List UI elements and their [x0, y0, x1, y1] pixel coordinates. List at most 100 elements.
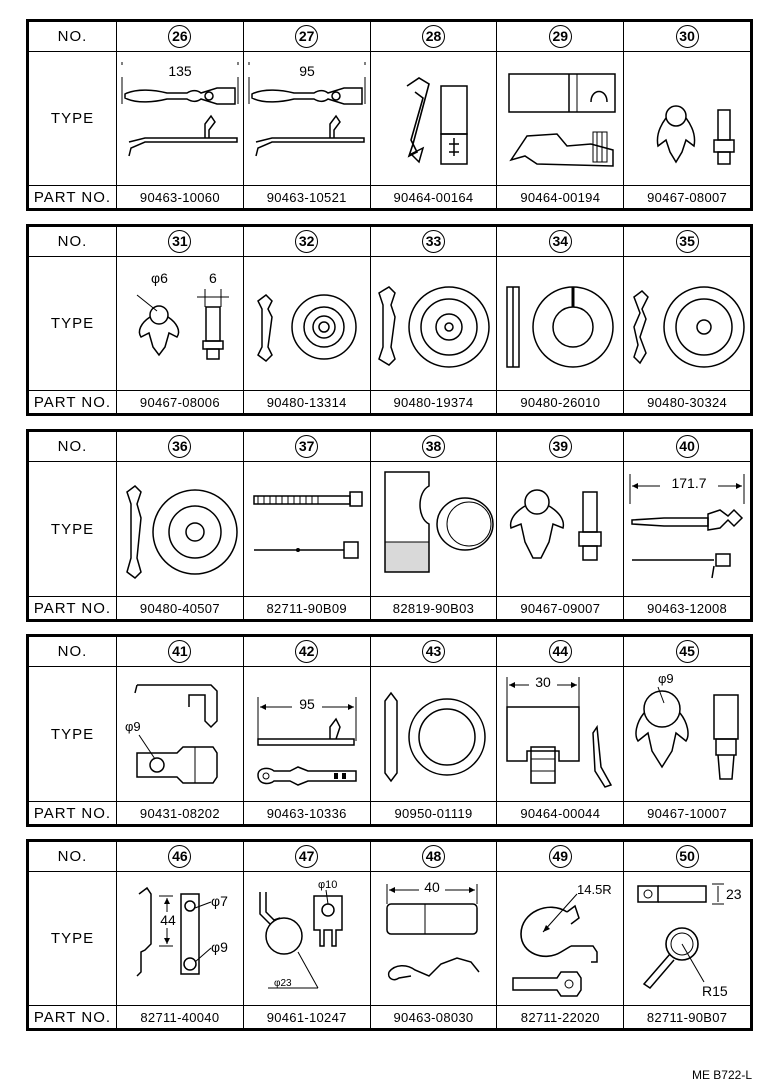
protector-drawing: 40: [385, 879, 480, 981]
dimension-label: φ10: [318, 879, 337, 891]
dimension-label: 171.7: [672, 475, 707, 491]
clip-drawing: φ6 6: [136, 270, 229, 360]
protector-drawing: [383, 471, 494, 573]
clip-drawing: φ9: [635, 671, 739, 780]
item-number: 37: [295, 435, 319, 458]
part-drawing-48: 40: [369, 871, 498, 1006]
dimension-label: 23: [726, 886, 742, 902]
item-number: 46: [168, 845, 192, 868]
part-no-header: PART NO.: [28, 185, 117, 209]
clip-drawing: [510, 489, 603, 561]
part-number: 90431-08202: [116, 801, 244, 825]
part-number: 90464-00164: [369, 185, 498, 209]
item-number: 47: [295, 845, 319, 868]
part-number: 90480-13314: [242, 390, 371, 414]
part-number: 90480-30324: [623, 390, 751, 414]
part-number: 90463-12008: [623, 596, 751, 620]
dimension-label: φ9: [125, 719, 141, 734]
clamp-drawing: 171.7: [629, 474, 745, 579]
item-number: 33: [421, 230, 445, 253]
part-drawing-50: 23 R15: [623, 871, 751, 1006]
part-number: 90467-08006: [116, 390, 244, 414]
parts-panel-3: NO. 36 37 38 39 40 TYPE: [26, 429, 753, 622]
item-number: 38: [421, 435, 445, 458]
part-number: 90480-40507: [116, 596, 244, 620]
dimension-label: φ23: [274, 978, 292, 989]
part-drawing-26: 135: [116, 51, 244, 186]
part-number: 90467-10007: [623, 801, 751, 825]
cable-tie-drawing: [253, 491, 363, 559]
dimension-label: φ9: [658, 671, 674, 686]
clamp-drawing: φ9: [125, 684, 218, 784]
part-drawing-37: [242, 461, 371, 597]
part-number: 90467-08007: [623, 185, 751, 209]
part-number: 90480-26010: [496, 390, 625, 414]
part-number: 82711-40040: [116, 1005, 244, 1029]
grommet-drawing: [126, 485, 238, 579]
part-drawing-30: [623, 51, 751, 186]
dimension-label: φ7: [211, 893, 228, 909]
item-number: 35: [675, 230, 699, 253]
dimension-label: 135: [168, 63, 192, 79]
item-number: 49: [548, 845, 572, 868]
type-header: TYPE: [28, 256, 117, 391]
part-drawing-41: φ9: [116, 666, 244, 802]
type-header: TYPE: [28, 871, 117, 1006]
item-number: 41: [168, 640, 192, 663]
no-header: NO.: [28, 21, 117, 52]
grommet-drawing: [256, 294, 357, 362]
part-number: 90950-01119: [369, 801, 498, 825]
part-drawing-38: [369, 461, 498, 597]
parts-panel-2: NO. 31 32 33 34 35 TYPE φ6 6: [26, 224, 753, 416]
part-drawing-43: [369, 666, 498, 802]
no-header: NO.: [28, 226, 117, 257]
item-number: 30: [675, 25, 699, 48]
clip-drawing: 30: [506, 674, 613, 788]
part-number: 82711-22020: [496, 1005, 625, 1029]
clamp-drawing: φ10 φ23: [259, 879, 343, 989]
item-number: 40: [675, 435, 699, 458]
item-number: 42: [295, 640, 319, 663]
part-number: 82711-90B09: [242, 596, 371, 620]
part-number: 90463-10521: [242, 185, 371, 209]
parts-panel-4: NO. 41 42 43 44 45 TYPE φ9 95: [26, 634, 753, 827]
grommet-drawing: [506, 286, 615, 368]
part-number: 90463-10060: [116, 185, 244, 209]
part-drawing-39: [496, 461, 625, 597]
clamp-drawing: 95: [245, 62, 368, 157]
no-header: NO.: [28, 431, 117, 462]
part-number: 90464-00194: [496, 185, 625, 209]
part-drawing-34: [496, 256, 625, 391]
part-drawing-32: [242, 256, 371, 391]
item-number: 27: [295, 25, 319, 48]
dimension-label: 44: [160, 912, 176, 928]
part-drawing-29: [496, 51, 625, 186]
item-number: 29: [548, 25, 572, 48]
part-no-header: PART NO.: [28, 390, 117, 414]
grommet-drawing: [377, 286, 490, 368]
no-header: NO.: [28, 636, 117, 667]
dimension-label: 14.5R: [577, 882, 612, 897]
item-number: 34: [548, 230, 572, 253]
part-drawing-49: 14.5R: [496, 871, 625, 1006]
part-drawing-46: 44 φ7 φ9: [116, 871, 244, 1006]
dimension-label: 95: [299, 63, 315, 79]
item-number: 43: [421, 640, 445, 663]
type-header: TYPE: [28, 461, 117, 597]
part-no-header: PART NO.: [28, 1005, 117, 1029]
part-drawing-47: φ10 φ23: [242, 871, 371, 1006]
grommet-drawing: [633, 286, 745, 368]
clip-drawing: [656, 105, 735, 165]
grommet-drawing: [383, 691, 486, 783]
dimension-label: 6: [209, 270, 217, 286]
part-drawing-45: φ9: [623, 666, 751, 802]
item-number: 44: [548, 640, 572, 663]
item-number: 36: [168, 435, 192, 458]
type-header: TYPE: [28, 666, 117, 802]
part-drawing-36: [116, 461, 244, 597]
item-number: 28: [421, 25, 445, 48]
dimension-label: 40: [424, 879, 440, 895]
dimension-label: 30: [536, 674, 552, 690]
part-number: 90463-10336: [242, 801, 371, 825]
item-number: 50: [675, 845, 699, 868]
